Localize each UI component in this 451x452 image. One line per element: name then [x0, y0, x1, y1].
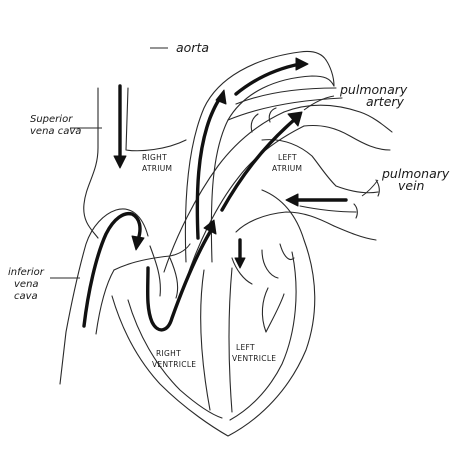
- pulmonary-vein-upper: [335, 185, 379, 194]
- aorta-outer-wall: [184, 50, 327, 263]
- mitral-valve: [231, 243, 295, 285]
- inferior-vena-cava-wall: [65, 208, 149, 333]
- pulmonary-artery-left-branch: [250, 107, 277, 133]
- heart-outer-wall: [111, 189, 316, 437]
- right-atrium-lower-wall: [113, 243, 191, 271]
- flow-arrow-right-ventricle: [145, 230, 212, 332]
- lower-left-body-line: [59, 331, 67, 385]
- flow-arrow-inferior-vena-cava: [82, 211, 142, 328]
- pulmonary-vein-mid: [299, 205, 357, 213]
- flow-arrow-aorta-ascending: [195, 94, 224, 240]
- labels: aorta pulmonary artery Superior vena cav…: [8, 40, 450, 369]
- superior-vena-cava-wall: [83, 87, 99, 239]
- heart-outline: [59, 50, 393, 437]
- aorta-branch: [227, 87, 343, 121]
- flow-arrow-head-pv: [285, 193, 299, 207]
- septum-left-edge: [200, 269, 211, 411]
- label-left-atrium-line1: LEFT: [278, 153, 297, 162]
- septum-right-edge: [228, 267, 233, 413]
- aorta-inner-wall: [210, 75, 335, 263]
- label-inferior-vena-cava-line2: vena: [14, 279, 39, 290]
- label-pulmonary-artery-line2: artery: [366, 94, 405, 109]
- label-pulmonary-vein-line2: vein: [398, 178, 425, 193]
- flow-arrow-head-svc: [113, 155, 127, 169]
- tricuspid-valve: [149, 245, 179, 299]
- label-left-ventricle-line2: VENTRICLE: [232, 354, 276, 363]
- pulmonary-trunk-left: [163, 111, 285, 273]
- pulmonary-vein-lower: [333, 225, 377, 241]
- pulmonary-artery-lower-branch: [303, 124, 391, 151]
- label-left-ventricle-line1: LEFT: [236, 343, 255, 352]
- superior-vena-cava-inner-wall: [125, 87, 187, 152]
- flow-arrow-head-ivc: [131, 235, 145, 251]
- left-ventricle-wall: [229, 251, 297, 421]
- flow-arrow-head-aorta-arch: [295, 57, 309, 71]
- label-right-ventricle-line2: VENTRICLE: [152, 360, 196, 369]
- flow-arrow-pulmonary-artery: [220, 118, 296, 212]
- label-left-atrium-line2: ATRIUM: [272, 164, 302, 173]
- label-superior-vena-cava-line1: Superior: [30, 114, 73, 125]
- label-inferior-vena-cava-line3: cava: [14, 291, 38, 302]
- label-pulmonary-vein-line1: pulmonary: [381, 166, 450, 181]
- leader-pulmonary-artery: [303, 95, 335, 111]
- left-atrium-top-wall: [261, 139, 337, 187]
- pulmonary-trunk-right: [185, 125, 305, 281]
- flow-arrow-head-aorta-up: [215, 89, 227, 105]
- label-inferior-vena-cava-line1: inferior: [8, 267, 45, 278]
- inferior-vena-cava-outer-wall: [95, 269, 115, 335]
- pulmonary-vein-cap-2: [353, 203, 358, 219]
- right-ventricle-wall: [127, 299, 223, 419]
- left-atrium-wall: [235, 211, 335, 233]
- flow-arrow-head-pa: [287, 111, 303, 127]
- label-leader-lines: [50, 47, 379, 279]
- papillary-muscle-left: [261, 287, 285, 333]
- aorta-cap: [325, 59, 335, 87]
- label-superior-vena-cava-line2: vena cava: [30, 126, 81, 137]
- blood-flow-arrows: [82, 57, 348, 332]
- flow-arrow-head-la: [234, 257, 246, 269]
- leader-pulmonary-vein: [361, 179, 379, 197]
- label-right-atrium-line2: ATRIUM: [142, 164, 172, 173]
- label-aorta: aorta: [176, 40, 209, 55]
- label-right-ventricle-line1: RIGHT: [156, 349, 181, 358]
- pulmonary-artery-upper-branch: [283, 104, 393, 133]
- label-right-atrium-line1: RIGHT: [142, 153, 167, 162]
- label-pulmonary-artery-line1: pulmonary: [339, 82, 408, 97]
- flow-arrow-head-rv: [203, 219, 217, 235]
- flow-arrow-aorta-arch: [234, 62, 302, 96]
